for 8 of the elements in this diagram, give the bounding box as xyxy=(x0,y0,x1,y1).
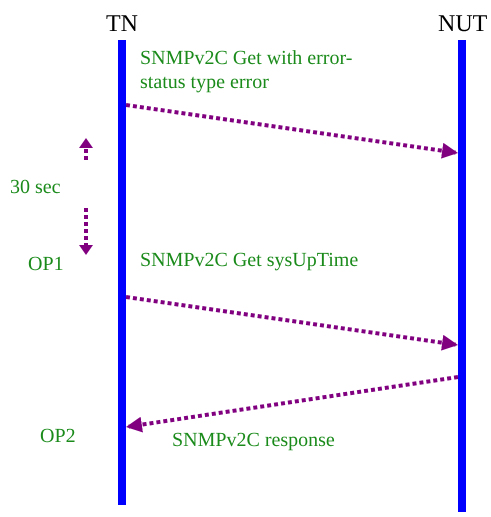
duration-label: 30 sec xyxy=(10,175,61,199)
lifeline-label: TN xyxy=(105,10,139,38)
operation-label: OP2 xyxy=(40,424,76,448)
lifeline-label: NUT xyxy=(438,10,486,38)
message-arrow xyxy=(126,375,458,433)
message-arrow xyxy=(126,295,458,351)
message-arrow xyxy=(126,103,458,159)
operation-label: OP1 xyxy=(28,252,64,276)
